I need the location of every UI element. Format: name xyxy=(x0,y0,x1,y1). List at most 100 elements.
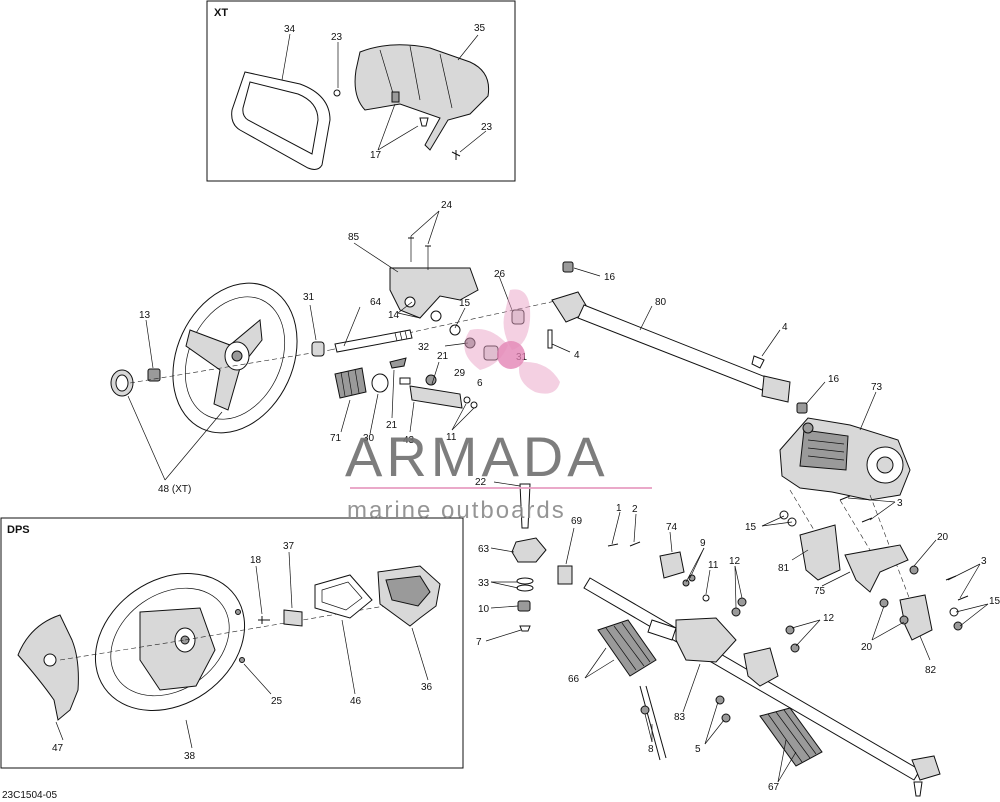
callout-10: 10 xyxy=(478,604,490,615)
callout-16: 16 xyxy=(604,272,616,283)
callout-24: 24 xyxy=(441,200,453,211)
steering-rack: 22 63 33 10 7 69 xyxy=(475,477,941,797)
callout-20: 20 xyxy=(937,532,949,543)
callout-37: 37 xyxy=(283,541,295,552)
callout-6: 6 xyxy=(477,378,483,389)
callout-21b: 21 xyxy=(386,420,398,431)
callout-4: 4 xyxy=(782,322,788,333)
bezel-46 xyxy=(314,574,373,619)
callout-38: 38 xyxy=(184,751,196,762)
callout-5: 5 xyxy=(695,744,701,755)
callout-69: 69 xyxy=(571,516,583,527)
callout-18: 18 xyxy=(250,555,262,566)
valve-74 xyxy=(659,551,685,579)
callout-47: 47 xyxy=(52,743,64,754)
bushing-31-icon xyxy=(311,341,325,357)
callout-73: 73 xyxy=(871,382,883,393)
callout-13: 13 xyxy=(139,310,151,321)
callout-21: 21 xyxy=(437,351,449,362)
callout-23b: 23 xyxy=(481,122,493,133)
callout-14: 14 xyxy=(388,310,400,321)
callout-33: 33 xyxy=(478,578,490,589)
armada-watermark: ARMADA marine outboards xyxy=(345,289,652,524)
nut-13-icon xyxy=(147,368,161,382)
key-21-icon xyxy=(389,357,407,369)
callout-15b: 15 xyxy=(745,522,757,533)
steering-column: 31 64 85 24 14 15 26 32 21 31 29 6 71 30… xyxy=(129,200,561,446)
ring-30-icon xyxy=(371,373,389,393)
callout-23: 23 xyxy=(331,32,343,43)
callout-67: 67 xyxy=(768,782,780,793)
callout-71: 71 xyxy=(330,433,342,444)
callout-36: 36 xyxy=(421,682,433,693)
callout-15: 15 xyxy=(459,298,471,309)
propeller-logo-icon xyxy=(464,289,560,394)
callout-8: 8 xyxy=(648,744,654,755)
callout-15c: 15 xyxy=(989,596,1000,607)
callout-66: 66 xyxy=(568,674,580,685)
callout-4b: 4 xyxy=(574,350,580,361)
callout-20b: 20 xyxy=(861,642,873,653)
callout-82: 82 xyxy=(925,665,937,676)
dps-box-title: DPS xyxy=(7,524,30,536)
callout-75: 75 xyxy=(814,586,826,597)
mount-brackets: 3 15 20 81 75 3 15 20 82 xyxy=(745,489,1000,676)
dps-box: DPS 18 37 25 46 36 47 38 xyxy=(0,517,464,769)
callout-85: 85 xyxy=(348,232,360,243)
bracket-81 xyxy=(799,524,841,581)
callout-83: 83 xyxy=(674,712,686,723)
callout-64: 64 xyxy=(370,297,382,308)
callout-11b: 11 xyxy=(708,560,719,571)
callout-34: 34 xyxy=(284,24,296,35)
power-steering-unit-73: 73 xyxy=(779,382,911,501)
callout-81: 81 xyxy=(778,563,790,574)
diagram-code: 23C1504-05 xyxy=(2,790,57,801)
shaft-64 xyxy=(334,329,413,353)
callout-32: 32 xyxy=(418,342,430,353)
callout-12: 12 xyxy=(729,556,741,567)
hub-cover-47 xyxy=(17,614,79,721)
lower-shaft-43 xyxy=(409,385,463,409)
callout-12b: 12 xyxy=(823,613,835,624)
clip-icon xyxy=(391,91,400,103)
screw-23-icon xyxy=(333,89,341,97)
callout-11: 11 xyxy=(446,432,457,443)
rack-housing-83 xyxy=(675,617,737,663)
callout-48: 48 (XT) xyxy=(158,484,191,495)
screw-23b-icon xyxy=(451,150,461,160)
callout-26: 26 xyxy=(494,269,506,280)
fastener-17-icon xyxy=(419,117,429,127)
callout-22: 22 xyxy=(475,477,487,488)
callout-31: 31 xyxy=(303,292,315,303)
watermark-tagline: marine outboards xyxy=(347,497,566,524)
callout-1: 1 xyxy=(616,503,622,514)
callout-16b: 16 xyxy=(828,374,840,385)
intermediate-shaft-80: 16 80 4 4 16 xyxy=(547,261,840,414)
watermark-brand: ARMADA xyxy=(345,425,609,488)
xt-box-title: XT xyxy=(214,7,228,19)
callout-43: 43 xyxy=(403,435,415,446)
bellows-66 xyxy=(597,619,657,677)
bellows-71 xyxy=(334,367,367,399)
callout-25: 25 xyxy=(271,696,283,707)
steering-wheel-48: 13 48 (XT) xyxy=(110,282,298,495)
callout-3: 3 xyxy=(897,498,903,509)
xt-box: XT 34 23 35 23 17 xyxy=(206,0,516,182)
callout-46: 46 xyxy=(350,696,362,707)
callout-29: 29 xyxy=(454,368,466,379)
callout-74: 74 xyxy=(666,522,678,533)
bracket-75 xyxy=(844,544,909,593)
callout-30: 30 xyxy=(363,433,375,444)
callout-2: 2 xyxy=(632,504,638,515)
bracket-37 xyxy=(283,609,303,627)
bracket-85 xyxy=(389,267,479,319)
callout-9: 9 xyxy=(700,538,706,549)
callout-17: 17 xyxy=(370,150,382,161)
cover-part-35 xyxy=(354,44,490,151)
callout-80: 80 xyxy=(655,297,667,308)
callout-3b: 3 xyxy=(981,556,987,567)
callout-63: 63 xyxy=(478,544,490,555)
callout-7: 7 xyxy=(476,637,482,648)
callout-35: 35 xyxy=(474,23,486,34)
